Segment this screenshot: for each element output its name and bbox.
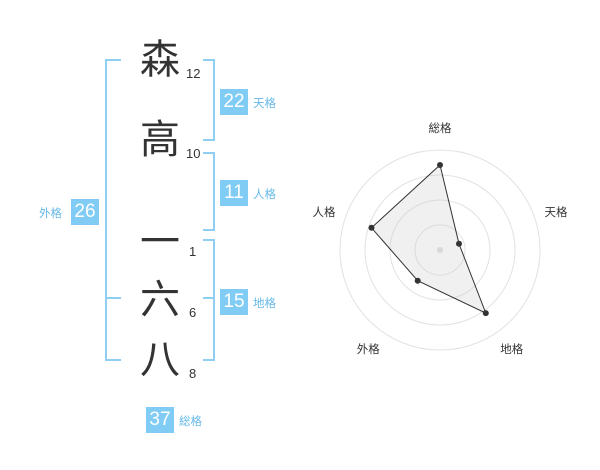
radar-point-3 — [414, 277, 421, 284]
chikaku-value-box: 15 — [220, 289, 248, 315]
radar-axis-label-tenkaku: 天格 — [544, 205, 568, 220]
stroke-count-3: 1 — [189, 244, 197, 259]
stroke-count-4: 6 — [189, 305, 197, 320]
radar-point-1 — [456, 240, 462, 247]
tenkaku-bracket — [203, 59, 215, 141]
chikaku-bracket — [203, 239, 215, 361]
radar-ring-4 — [339, 149, 541, 351]
soukaku-value-box: 37 — [146, 407, 174, 433]
radar-axis-label-soukaku: 総格 — [428, 121, 452, 135]
name-char-2: 高 — [140, 117, 180, 163]
name-char-3: 一 — [140, 219, 180, 265]
jinkaku-value-box: 11 — [220, 180, 248, 206]
name-char-1: 森 — [140, 37, 180, 83]
radar-ring-3 — [364, 174, 516, 326]
radar-point-4 — [368, 224, 375, 231]
gaikaku-value-box: 26 — [71, 199, 99, 225]
radar-series-polygon — [370, 164, 487, 315]
jinkaku-label: 人格 — [253, 187, 276, 201]
radar-center-marker — [437, 247, 443, 253]
jinkaku-bracket — [203, 152, 215, 231]
soukaku-label: 総格 — [179, 414, 202, 428]
stroke-count-2: 10 — [186, 146, 201, 161]
gaikaku-label: 外格 — [39, 206, 62, 220]
stroke-count-5: 8 — [189, 366, 197, 381]
tenkaku-label: 天格 — [253, 96, 276, 110]
radar-axis-label-chikaku: 地格 — [500, 341, 524, 356]
name-char-5: 八 — [140, 337, 180, 383]
stroke-count-1: 12 — [186, 66, 201, 81]
radar-ring-2 — [389, 199, 491, 301]
outer-bracket — [105, 59, 121, 361]
radar-ring-1 — [414, 224, 466, 276]
name-char-4: 六 — [140, 277, 180, 323]
radar-point-2 — [482, 310, 489, 317]
radar-axis-label-gaikaku: 外格 — [356, 341, 380, 356]
tenkaku-value-box: 22 — [220, 89, 248, 115]
radar-point-0 — [437, 162, 443, 168]
radar-axis-label-jinkaku: 人格 — [312, 205, 336, 220]
chikaku-label: 地格 — [253, 296, 276, 310]
